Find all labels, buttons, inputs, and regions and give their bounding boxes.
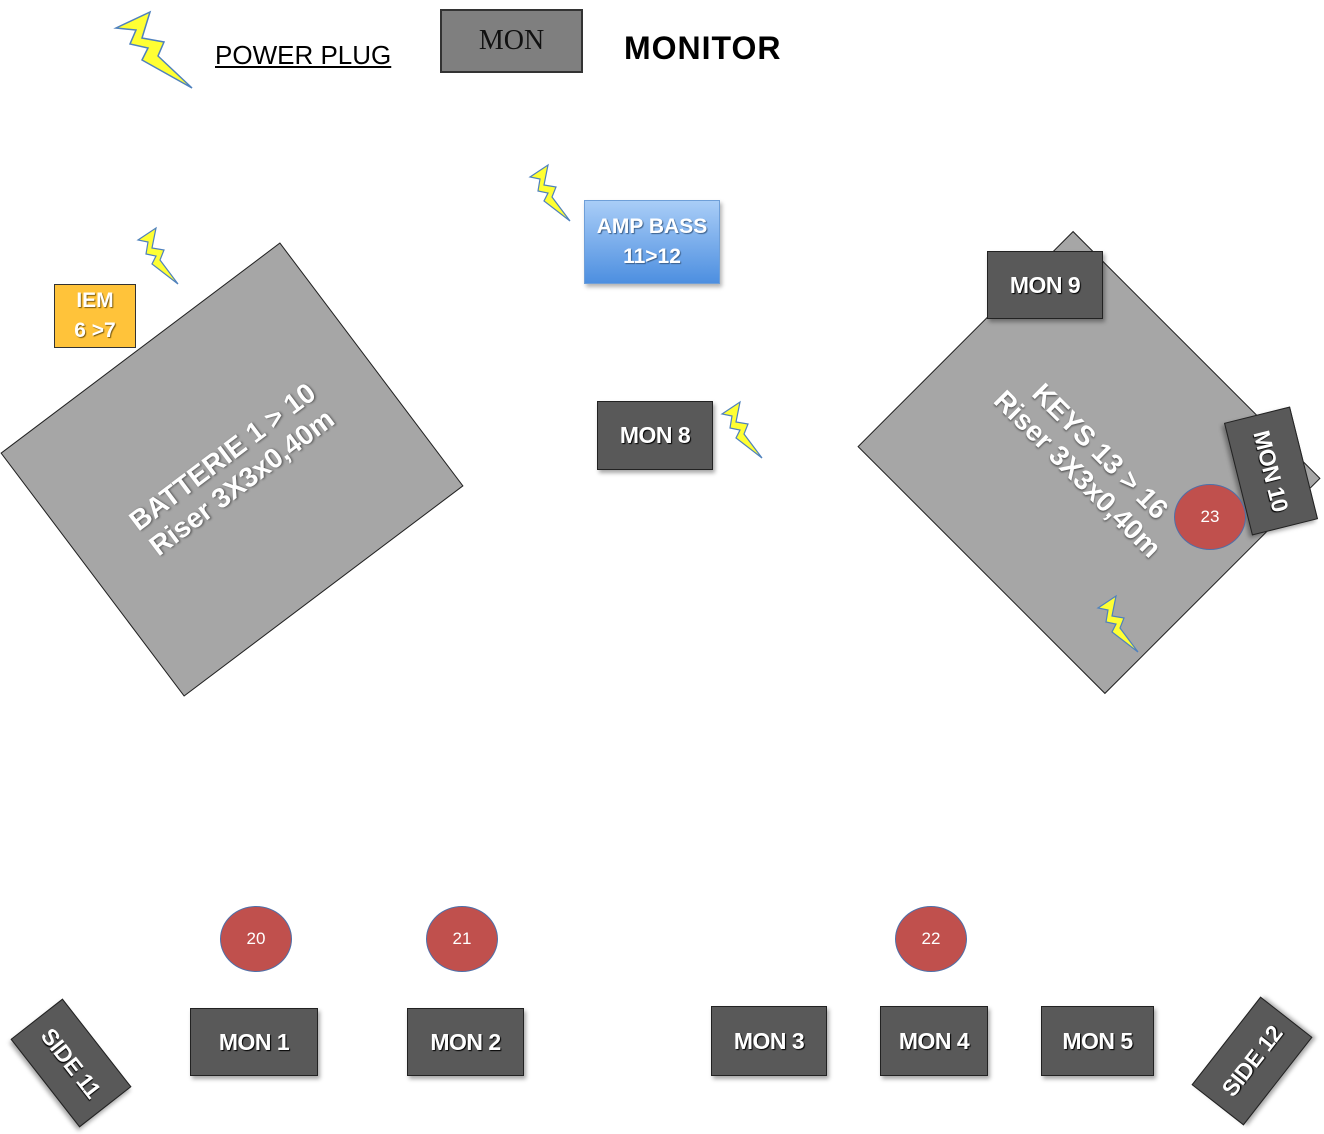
legend-monitor-label: MONITOR	[624, 30, 782, 66]
power-plug-icon	[528, 163, 571, 222]
iem-channels: 6 >7	[74, 319, 116, 342]
power-plug-icon	[1096, 594, 1139, 653]
position-23: 23	[1174, 484, 1246, 550]
iem-label: IEM	[76, 289, 114, 312]
amp-bass-channels: 11>12	[623, 245, 681, 268]
position-21: 21	[426, 906, 498, 972]
monitor-4: MON 4	[880, 1006, 988, 1076]
monitor-2: MON 2	[407, 1008, 524, 1076]
monitor-5: MON 5	[1041, 1006, 1154, 1076]
position-20: 20	[220, 906, 292, 972]
side-fill-11: SIDE 11	[10, 998, 132, 1128]
monitor-1: MON 1	[190, 1008, 318, 1076]
monitor-9: MON 9	[987, 251, 1103, 319]
legend-monitor-box: MON	[440, 9, 583, 73]
power-plug-icon	[720, 400, 763, 459]
amp-bass-box: AMP BASS 11>12	[584, 200, 720, 284]
monitor-8: MON 8	[597, 401, 713, 470]
power-plug-icon	[136, 226, 179, 285]
iem-box: IEM 6 >7	[54, 284, 136, 348]
power-plug-legend-icon	[113, 10, 193, 89]
side-fill-12: SIDE 12	[1191, 996, 1313, 1126]
monitor-3: MON 3	[711, 1006, 827, 1076]
legend-power-plug-label: POWER PLUG	[215, 40, 392, 70]
amp-bass-label: AMP BASS	[596, 215, 708, 238]
position-22: 22	[895, 906, 967, 972]
